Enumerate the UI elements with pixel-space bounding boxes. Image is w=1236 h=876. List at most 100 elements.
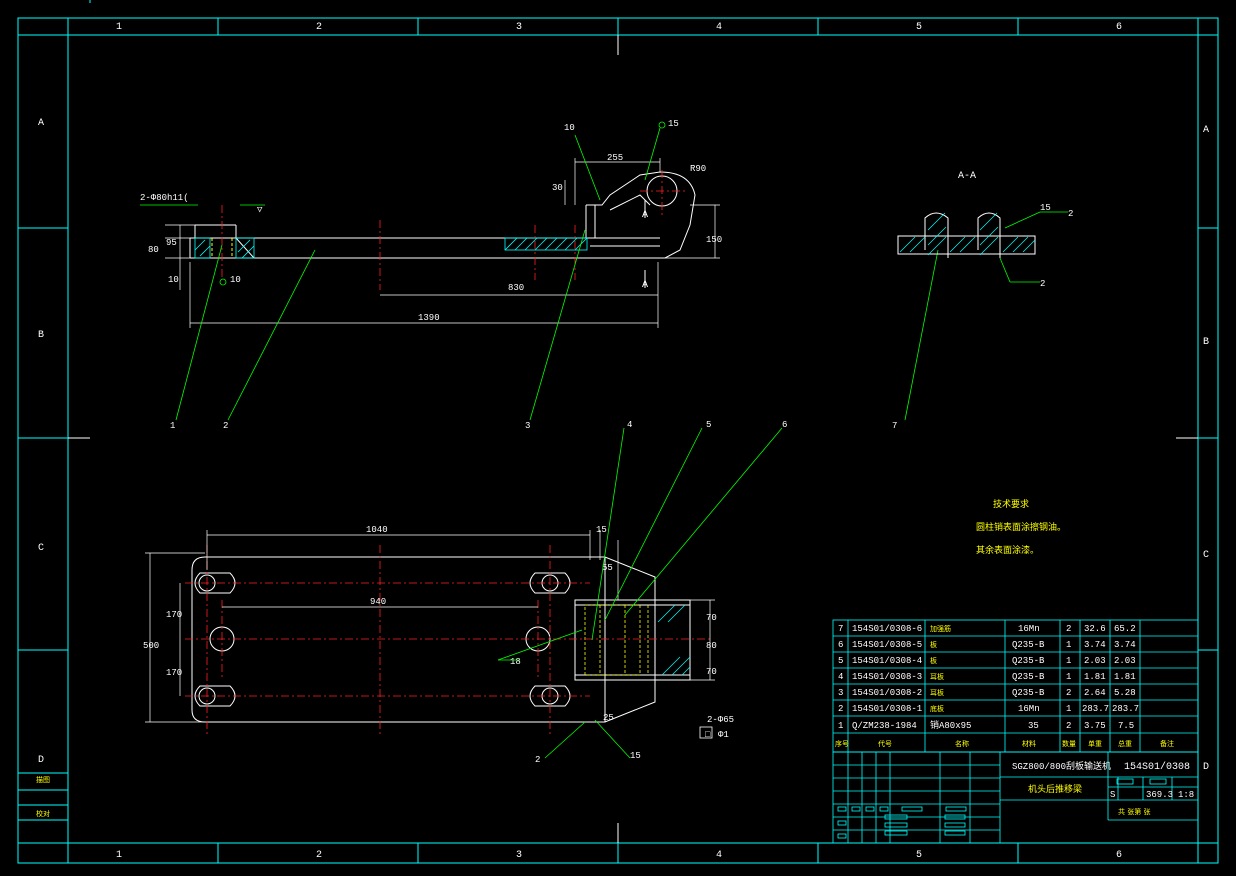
notes-title: 技术要求 [993,498,1029,510]
bom-no: 4 [838,672,843,682]
bom-total: 5.28 [1114,688,1136,698]
bom-no: 7 [838,624,843,634]
bom-unit: 3.75 [1084,721,1106,731]
bom-code: Q/ZM238-1984 [852,721,917,731]
bom-header-remark: 备注 [1160,739,1174,748]
zone-col-2-top: 2 [316,22,322,33]
zone-row-b-left: B [38,330,44,341]
bom-row: 5 154S01/0308-4 板 Q235-B 1 2.03 2.03 [838,656,1136,666]
dim-95: 95 [166,238,177,248]
zone-row-a-left: A [38,118,44,129]
zone-row-d-left: D [38,755,44,766]
dim-170b: 170 [166,668,182,678]
balloon-2: 2 [223,421,228,431]
zone-labels: 1 2 3 4 5 6 1 2 3 4 5 6 A B C D A B C D [38,22,1209,861]
bom-qty: 2 [1066,688,1071,698]
bom-no: 1 [838,721,843,731]
project-name: SGZ800/800刮板输送机 [1012,760,1111,772]
dim-80: 80 [148,245,159,255]
zone-col-5-bottom: 5 [916,850,922,861]
bom-unit: 3.74 [1084,640,1106,650]
roughness-top: ▽ [257,205,263,215]
bom-row: 7 154S01/0308-6 加强筋 16Mn 2 32.6 65.2 [838,624,1136,634]
bom-header-code: 代号 [878,739,892,748]
dim-55: 55 [602,563,613,573]
bom-unit: 2.03 [1084,656,1106,666]
bom-name: 耳板 [930,688,944,698]
dim-70b: 70 [706,667,717,677]
zone-col-3-top: 3 [516,22,522,33]
balloon-1: 1 [170,421,175,431]
bom-name: 耳板 [930,672,944,682]
zone-col-6-bottom: 6 [1116,850,1122,861]
section-a-a [897,211,1068,283]
bom-row: 4 154S01/0308-3 耳板 Q235-B 1 1.81 1.81 [838,672,1136,682]
front-view [165,158,720,328]
bom-no: 6 [838,640,843,650]
bom-header-total: 总重 [1118,739,1132,748]
dim-500: 500 [143,641,159,651]
bom-header-name: 名称 [955,739,969,748]
flatness-value: Φ1 [718,730,729,740]
bom-name: 底板 [930,704,944,714]
section-mark-a2: A [642,280,648,291]
bom-total: 283.7 [1112,704,1139,714]
bom-no: 2 [838,704,843,714]
dim-70a: 70 [706,613,717,623]
dim-830: 830 [508,283,524,293]
balloon-3: 3 [525,421,530,431]
stage: S [1110,790,1115,800]
left-strip-label1: 描图 [36,775,50,784]
bom-qty: 1 [1066,640,1071,650]
dim-r90: R90 [690,164,706,174]
dim-1040: 1040 [366,525,388,535]
bom-material: 16Mn [1018,704,1040,714]
bom-material: Q235-B [1012,640,1045,650]
weld-15c: 15 [630,751,641,761]
bom-header-unit: 单重 [1088,739,1102,748]
part-name: 机头后推移梁 [1028,783,1082,795]
zone-col-4-bottom: 4 [716,850,722,861]
bom-total: 1.81 [1114,672,1136,682]
balloons: 1 2 3 4 5 6 7 [170,420,897,431]
zone-row-c-left: C [38,543,44,554]
drawing-number: 154S01/0308 [1124,761,1190,773]
dim-170a: 170 [166,610,182,620]
weld-2a: 2 [1068,209,1073,219]
dim-10: 10 [168,275,179,285]
bom-row: 6 154S01/0308-5 板 Q235-B 1 3.74 3.74 [838,640,1136,650]
balloon-6: 6 [782,420,787,430]
dim-940: 940 [370,597,386,607]
dim-1390: 1390 [418,313,440,323]
bom-header-material: 材料 [1022,739,1036,748]
drawing-frame [17,0,1219,864]
bom-header: 序号 代号 名称 材料 数量 单重 总重 备注 [835,739,1174,748]
zone-col-5-top: 5 [916,22,922,33]
bom-total: 7.5 [1118,721,1134,731]
front-view-dims: 2-Φ80h11( ▽ 10 80 95 10 255 30 R90 150 8… [140,119,722,323]
dim-15: 15 [596,525,607,535]
bom-total: 3.74 [1114,640,1136,650]
bom-row: 3 154S01/0308-2 耳板 Q235-B 2 2.64 5.28 [838,688,1136,698]
left-strip: 描图 校对 [36,775,50,818]
weld-2b: 2 [1040,279,1045,289]
bom-qty: 1 [1066,672,1071,682]
zone-col-6-top: 6 [1116,22,1122,33]
weld-2c: 2 [535,755,540,765]
balloon-5: 5 [706,420,711,430]
bom-header-qty: 数量 [1062,739,1076,748]
technical-notes: 技术要求 圆柱销表面涂擦钢油。 其余表面涂漆。 [976,498,1066,556]
zone-row-c-right: C [1203,550,1209,561]
zone-col-3-bottom: 3 [516,850,522,861]
bom-name: 加强筋 [930,624,951,634]
balloon-7: 7 [892,421,897,431]
weld-10: 10 [564,123,575,133]
bom-unit: 2.64 [1084,688,1106,698]
section-text: A-A 15 2 2 [958,171,1073,289]
dim-80b: 80 [706,641,717,651]
title-block: SGZ800/800刮板输送机 154S01/0308 机头后推移梁 S 369… [1012,760,1194,816]
flatness-symbol: □ [705,730,711,740]
dim-30: 30 [552,183,563,193]
weld-15b: 15 [1040,203,1051,213]
bom-qty: 1 [1066,656,1071,666]
